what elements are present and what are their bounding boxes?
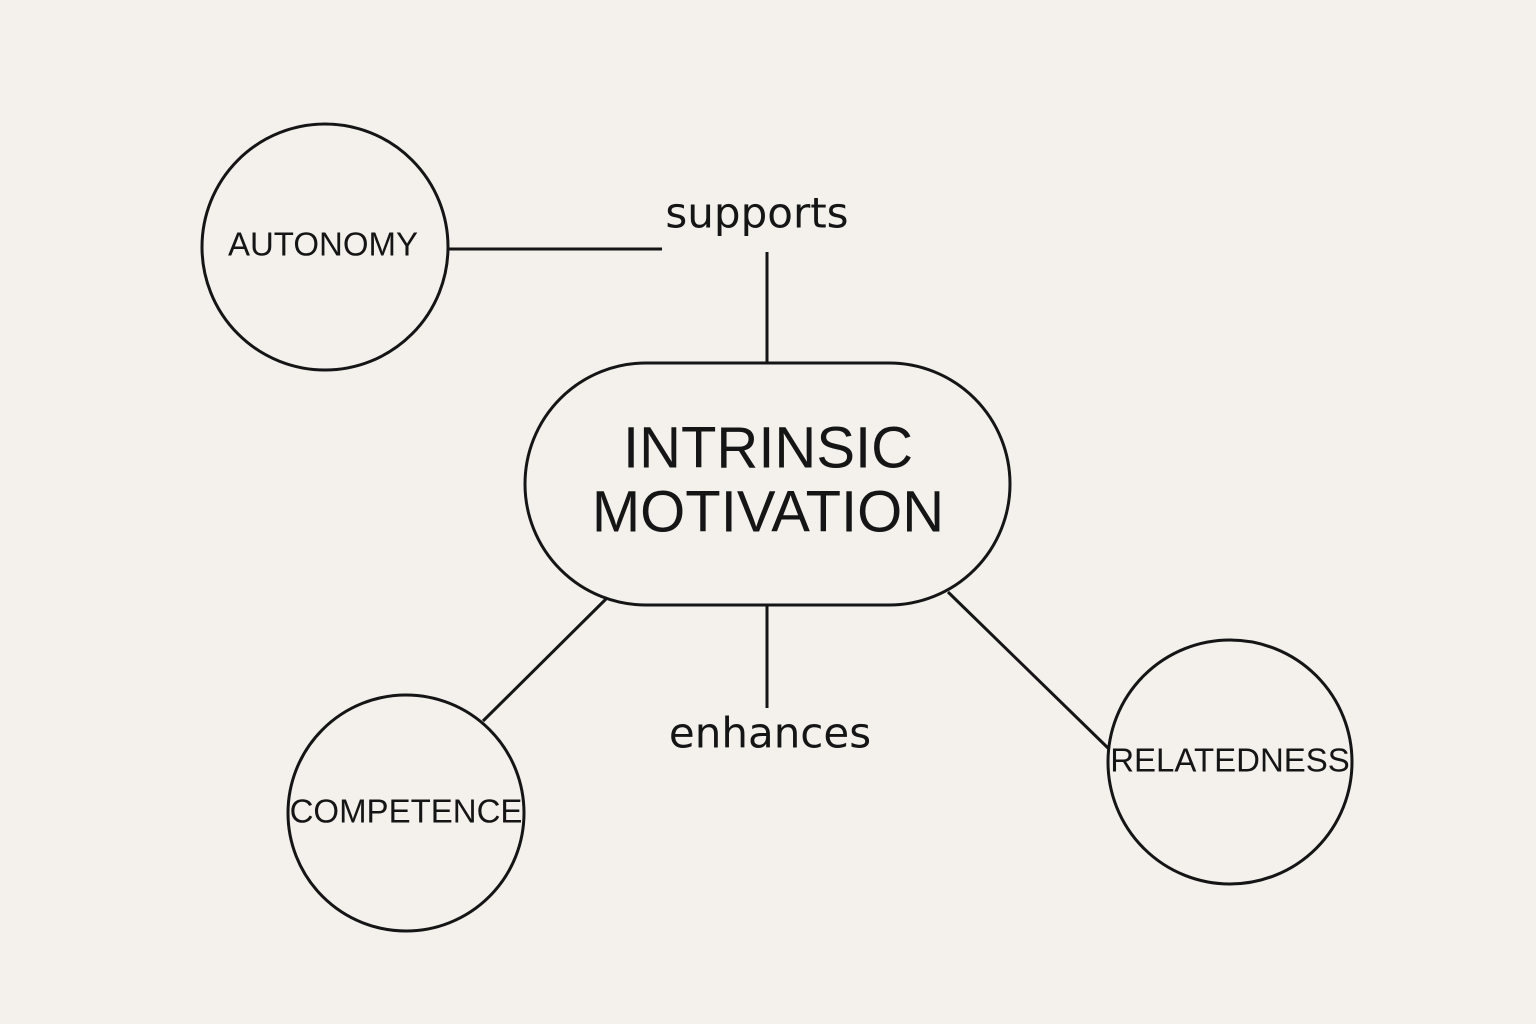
relatedness-node (1106, 638, 1354, 886)
center-label-line2: MOTIVATION (592, 479, 944, 544)
competence-node (286, 693, 526, 933)
autonomy-node (200, 122, 450, 372)
intrinsic-motivation-node (523, 361, 1012, 607)
relatedness-label: RELATEDNESS (1110, 742, 1350, 779)
center-label-line1: INTRINSIC (623, 415, 913, 480)
enhances-label: enhances (669, 709, 871, 758)
supports-label: supports (665, 189, 848, 238)
autonomy-label: AUTONOMY (228, 226, 418, 263)
competence-label: COMPETENCE (290, 793, 523, 830)
competence-connector (481, 597, 608, 723)
relatedness-connector (946, 590, 1111, 751)
